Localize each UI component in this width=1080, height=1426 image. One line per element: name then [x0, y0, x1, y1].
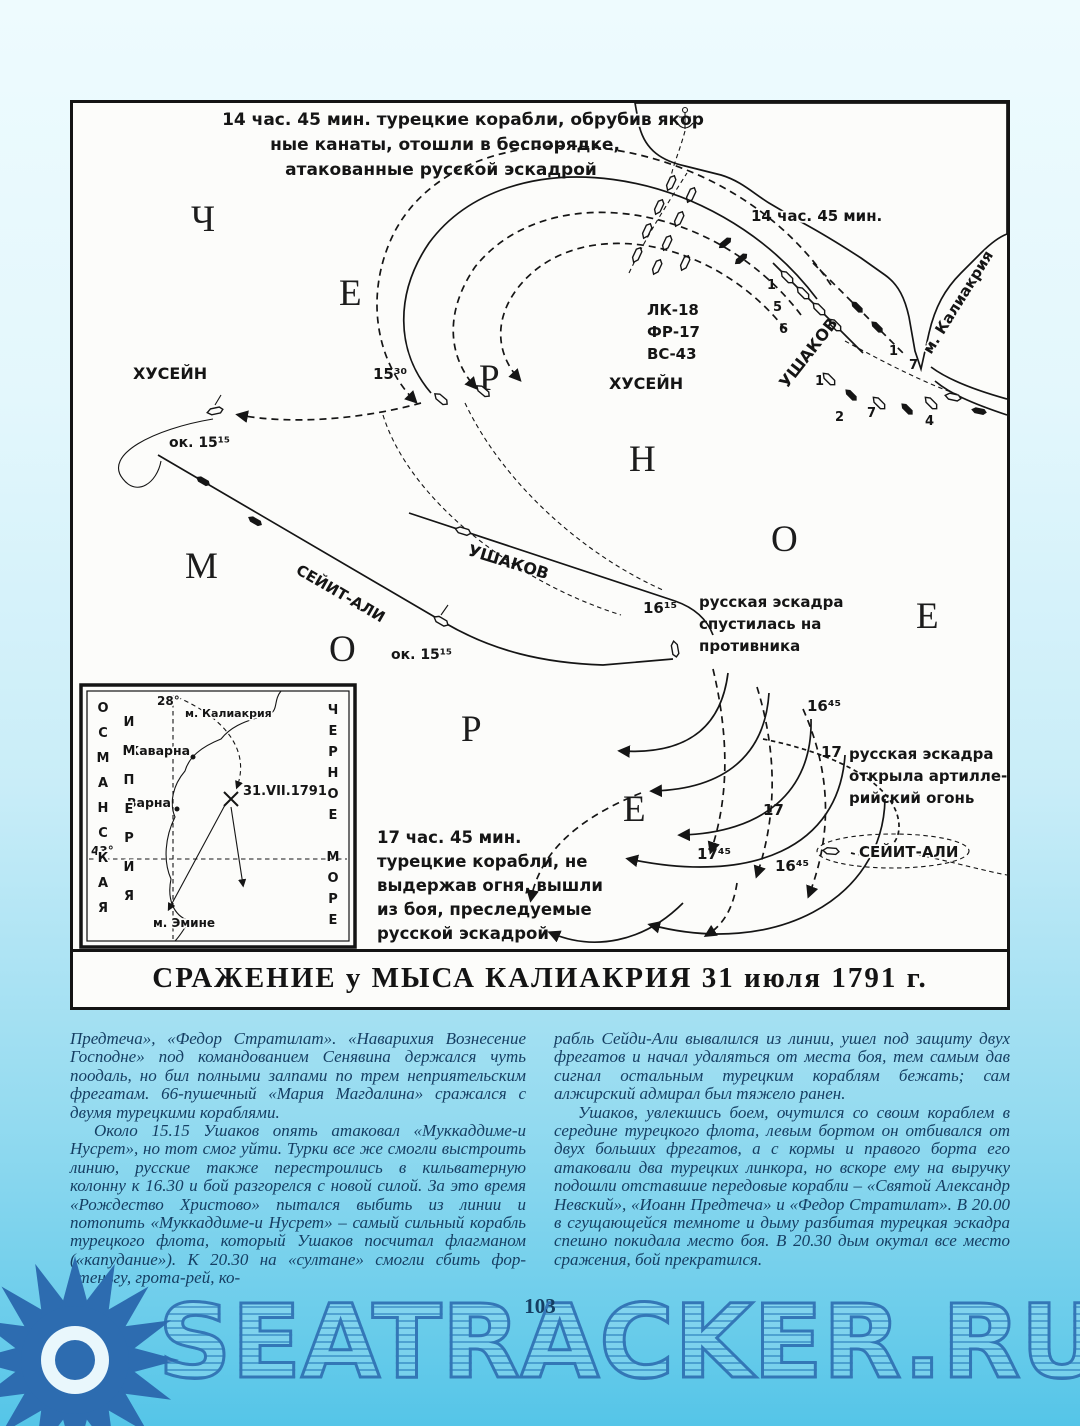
map-note-line: ные канаты, отошли в беспорядке,: [270, 135, 620, 155]
cape-kaliakria-label: м. Калиакрия: [919, 247, 997, 357]
article-right-column: рабль Сейди-Али вывалился из линии, ушел…: [554, 1029, 1010, 1288]
bottom-note: 17 час. 45 мин. турецкие корабли, не выд…: [377, 828, 603, 943]
time-1445-label: 14 час. 45 мин.: [751, 207, 882, 225]
ship-number: 4: [925, 414, 934, 429]
map-note-line: из боя, преследуемые: [377, 900, 592, 919]
sea-letter: Ч: [191, 199, 215, 240]
time-1645-b-label: 16⁴⁵: [775, 857, 809, 875]
inset-ottoman-empire-label: ОСМАНСКАЯ: [96, 701, 111, 926]
sea-letter: М: [185, 546, 218, 587]
map-note-line: выдержав огня, вышли: [377, 876, 603, 895]
sea-letter: О: [329, 629, 356, 670]
sea-letter: Е: [623, 789, 646, 830]
sea-name-letters: Ч Е Р Н О Е М О Р Е: [185, 199, 939, 830]
time-ok1515-left-label: ок. 15¹⁵: [169, 435, 230, 451]
inset-lon-label: 28°: [157, 694, 180, 708]
russian-advance-diagonal: УШАКОВ СЕЙИТ-АЛИ ок. 15¹⁵ 16¹⁵ русская э…: [157, 402, 844, 666]
sea-letter: О: [771, 519, 798, 560]
map-note-line: 14 час. 45 мин. турецкие корабли, обруби…: [222, 110, 704, 130]
time-1530-label: 15³⁰: [373, 365, 407, 383]
map-note-line: турецкие корабли, не: [377, 852, 588, 871]
map-note-line: атакованные русской эскадрой: [285, 160, 597, 180]
inset-map: 28° 43° м. Калиакрия Каварна 31.VII.1791…: [79, 683, 357, 949]
inset-varna-label: Варна: [127, 795, 171, 810]
time-ok1515-mid-label: ок. 15¹⁵: [391, 647, 452, 663]
battle-map-panel: м. Калиакрия Ч Е Р Н О Е М О Р Е 14 час.…: [70, 100, 1010, 1010]
inset-battle-date-label: 31.VII.1791: [243, 784, 327, 799]
ship-number: 6: [779, 322, 788, 337]
ship-number: 7: [867, 406, 876, 421]
turkish-retreat-arcs: 15³⁰: [373, 145, 832, 408]
map-note-line: русская эскадра: [699, 593, 844, 611]
ushakov-mid-label: УШАКОВ: [466, 541, 551, 584]
map-note-line: спустилась на: [699, 615, 821, 633]
map-note-line: 17 час. 45 мин.: [377, 828, 521, 847]
time-1645-a-label: 16⁴⁵: [807, 697, 841, 715]
inset-kavarna-label: Каварна: [129, 743, 190, 758]
inset-cape-kaliakria-label: м. Калиакрия: [185, 707, 272, 720]
watermark-text: SEATRACKER.RU: [157, 1290, 1080, 1395]
fleet-count-lk: ЛК-18: [647, 301, 699, 319]
anchor-icon: [676, 106, 694, 129]
ship-number: 7: [909, 358, 918, 373]
map-note-line: противника: [699, 637, 800, 655]
map-caption: СРАЖЕНИЕ у МЫСА КАЛИАКРИЯ 31 июля 1791 г…: [73, 949, 1007, 1005]
map-note-line: рийский огонь: [849, 789, 974, 807]
turkish-anchorage: ЛК-18 ФР-17 ВС-43 ХУСЕЙН: [609, 106, 750, 393]
map-note-line: открыла артилле-: [849, 767, 1007, 785]
paragraph: Ушаков, увлекшись боем, очутился со свои…: [554, 1102, 1010, 1269]
sea-letter: Р: [461, 709, 482, 750]
article: Предтеча», «Федор Стратилат». «Наварихия…: [70, 1029, 1010, 1288]
ship-number: 2: [835, 410, 844, 425]
inset-lat-label: 43°: [91, 844, 114, 858]
battle-map: м. Калиакрия Ч Е Р Н О Е М О Р Е 14 час.…: [79, 103, 1007, 949]
fleet-count-fr: ФР-17: [647, 323, 700, 341]
inset-black-sea-label: ЧЕРНОЕ МОРЕ: [326, 703, 341, 934]
seyit-ali-bottom-label: СЕЙИТ-АЛИ: [859, 842, 958, 861]
top-note: 14 час. 45 мин. турецкие корабли, обруби…: [220, 108, 705, 182]
ship-number: 1: [767, 278, 776, 293]
page-number: 103: [524, 1294, 556, 1318]
inset-ottoman-empire-label: ИМПЕРИЯ: [122, 715, 137, 918]
paragraph: Предтеча», «Федор Стратилат». «Наварихия…: [70, 1029, 526, 1122]
ship-number: 1: [889, 344, 898, 359]
time-17-b-label: 17: [763, 801, 784, 819]
inset-cape-emine-label: м. Эмине: [153, 916, 215, 930]
ship-number: 1: [815, 374, 824, 389]
ship-number: 5: [773, 300, 782, 315]
coastline: м. Калиакрия: [634, 103, 1007, 416]
time-1615-label: 16¹⁵: [643, 599, 677, 617]
hussein-left-label: ХУСЕЙН: [133, 364, 207, 383]
hussein-flagship-group: ХУСЕЙН ок. 15¹⁵: [117, 364, 422, 488]
sea-letter: Е: [339, 273, 362, 314]
time-1745-label: 17⁴⁵: [697, 845, 731, 863]
map-note-line: русской эскадрой: [377, 924, 549, 943]
time-17-a-label: 17: [821, 743, 842, 761]
hussein-center-label: ХУСЕЙН: [609, 374, 683, 393]
seyit-ali-mid-label: СЕЙИТ-АЛИ: [293, 560, 389, 626]
map-note-line: русская эскадра: [849, 745, 994, 763]
sun-logo-icon: [0, 1256, 179, 1426]
sea-letter: Н: [629, 439, 656, 480]
fleet-count-vs: ВС-43: [647, 345, 697, 363]
paragraph: рабль Сейди-Али вывалился из линии, ушел…: [554, 1029, 1010, 1104]
sea-letter: Е: [916, 596, 939, 637]
battle-maneuvers: 16⁴⁵ 17 17 17⁴⁵ 16⁴⁵ СЕЙИТ-АЛИ русская э…: [526, 668, 1007, 943]
